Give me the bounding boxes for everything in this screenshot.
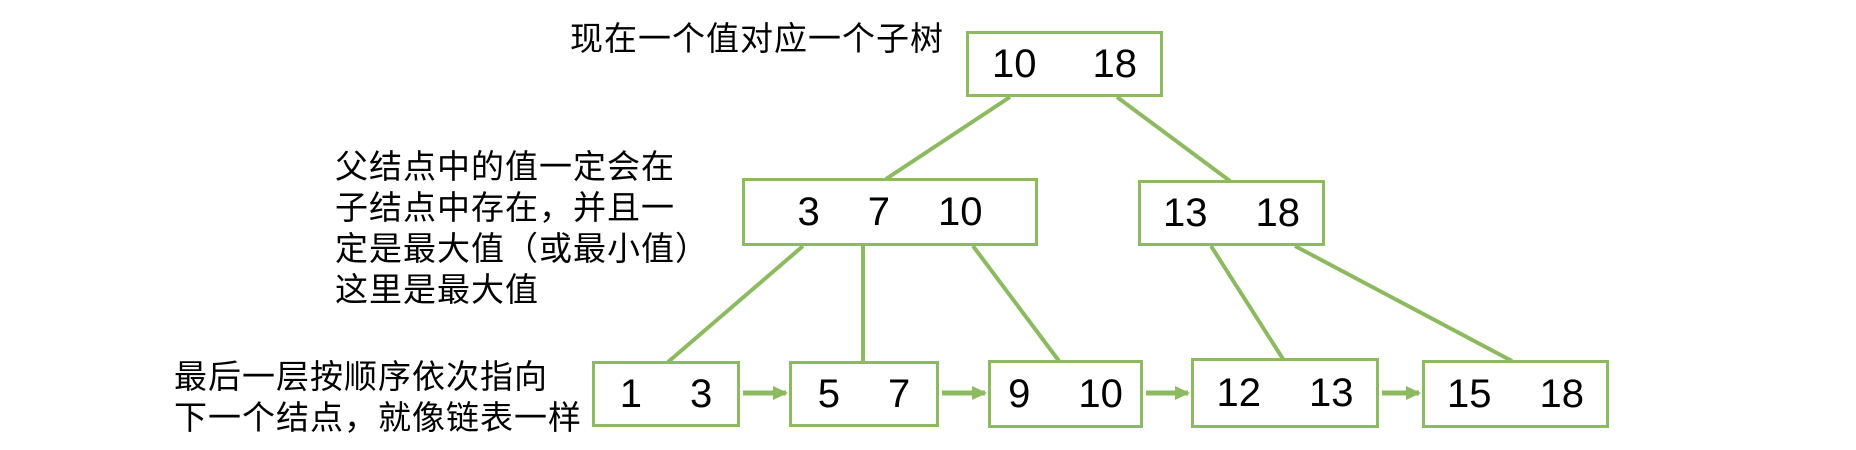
node-value: 12 (1216, 371, 1262, 415)
node-value: 10 (992, 42, 1037, 86)
node-value: 3 (797, 190, 820, 234)
node-value: 13 (1163, 191, 1208, 235)
tree-node-internal-left: 3 7 10 (742, 178, 1038, 246)
node-value: 5 (817, 372, 840, 416)
tree-node-leaf2: 5 7 (789, 361, 939, 427)
node-value: 1 (619, 372, 642, 416)
node-value: 15 (1447, 372, 1492, 416)
tree-node-leaf5: 15 18 (1422, 360, 1609, 428)
node-value: 10 (1078, 372, 1123, 416)
edge-root-to-internal-left (884, 95, 1012, 181)
annotation-leaf-linkedlist-note: 最后一层按顺序依次指向 下一个结点，就像链表一样 (174, 358, 582, 436)
node-value: 3 (690, 372, 713, 416)
tree-node-root: 10 18 (966, 31, 1163, 97)
edge-internal-left-to-leaf1 (666, 244, 805, 364)
edge-internal-right-to-leaf4 (1209, 244, 1285, 361)
tree-node-leaf4: 12 13 (1191, 358, 1379, 428)
node-value: 9 (1008, 372, 1031, 416)
annotation-root-note: 现在一个值对应一个子树 (570, 20, 944, 57)
node-value: 18 (1539, 372, 1585, 416)
node-value: 7 (888, 372, 911, 416)
edge-root-to-internal-right (1115, 95, 1232, 183)
annotation-parent-value-note: 父结点中的值一定会在 子结点中存在，并且一 定是最大值（或最小值） 这里是最大值 (335, 148, 709, 308)
tree-node-leaf3: 9 10 (988, 360, 1143, 428)
node-value: 7 (867, 190, 890, 234)
tree-edges (666, 95, 1513, 364)
edge-internal-right-to-leaf5 (1294, 244, 1513, 363)
node-value: 18 (1092, 42, 1138, 86)
node-value: 10 (938, 190, 983, 234)
tree-node-internal-right: 13 18 (1138, 180, 1325, 246)
edge-internal-left-to-leaf3 (971, 244, 1061, 363)
tree-node-leaf1: 1 3 (592, 361, 740, 427)
node-value: 18 (1255, 191, 1301, 235)
node-value: 13 (1309, 371, 1354, 415)
